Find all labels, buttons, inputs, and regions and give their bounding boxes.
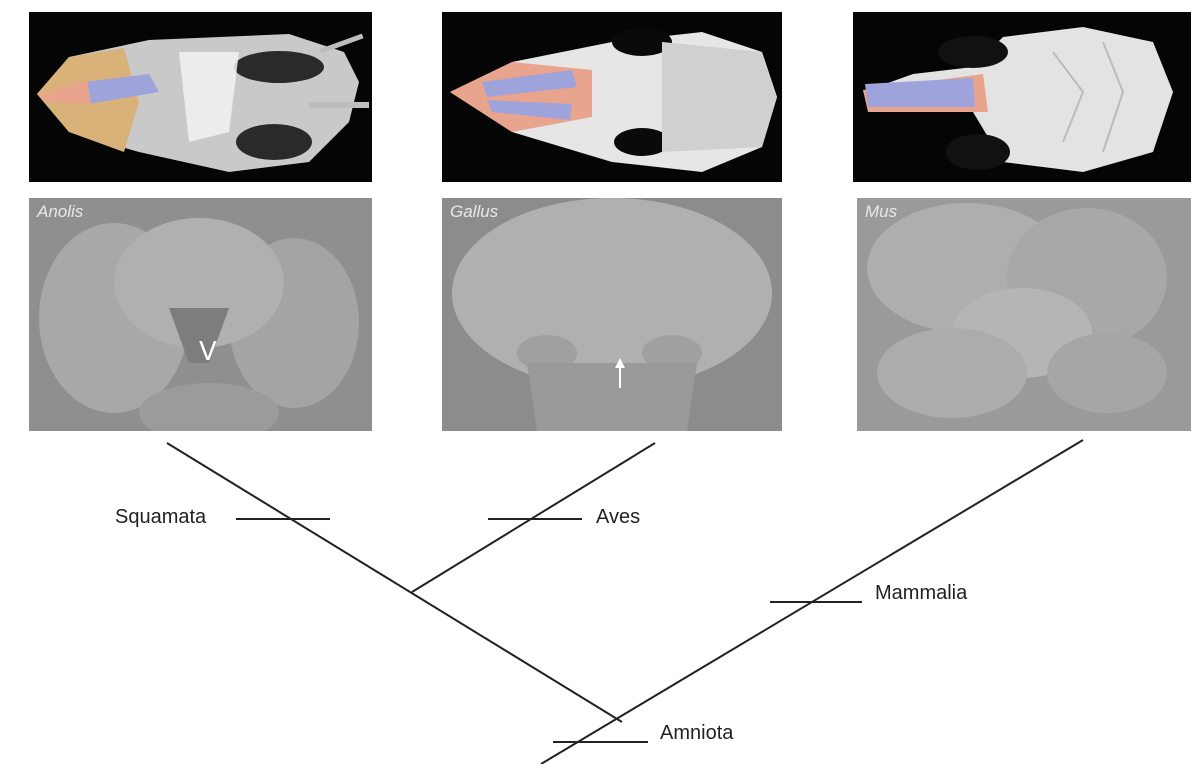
amniota-label: Amniota [660, 722, 733, 745]
squamata-label: Squamata [115, 506, 206, 529]
mammalia-label: Mammalia [875, 582, 967, 605]
aves-label: Aves [596, 506, 640, 529]
anolis-branch [167, 443, 622, 722]
